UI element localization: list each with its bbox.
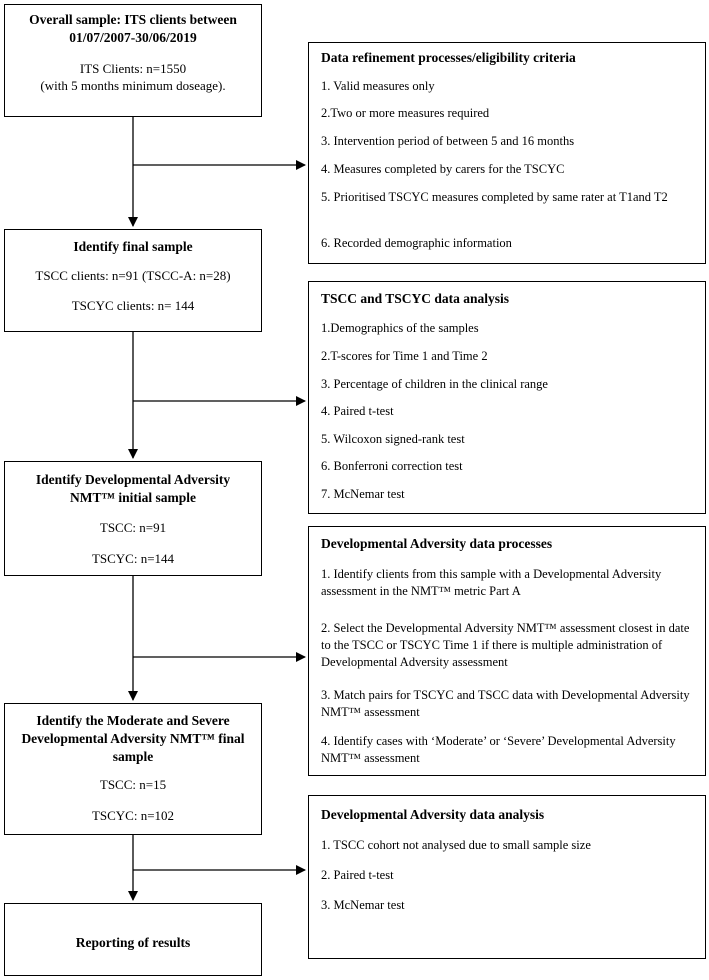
refinement-item-5: 5. Prioritised TSCYC measures completed …	[321, 190, 668, 204]
dev-analysis-item-3: 3. McNemar test	[321, 898, 405, 912]
refinement-item-3: 3. Intervention period of between 5 and …	[321, 134, 575, 148]
refinement-item-6: 6. Recorded demographic information	[321, 236, 512, 250]
analysis-item-7: 7. McNemar test	[321, 487, 405, 501]
analysis-item-5: 5. Wilcoxon signed-rank test	[321, 432, 465, 446]
dev-final-sample-tscc: TSCC: n=15	[99, 777, 167, 792]
refinement-box: Data refinement processes/eligibility cr…	[308, 42, 706, 264]
reporting-box: Reporting of results	[4, 903, 262, 976]
reporting-title: Reporting of results	[75, 935, 191, 950]
analysis-item-6: 6. Bonferroni correction test	[321, 459, 463, 473]
dev-processes-item-1: 1. Identify clients from this sample wit…	[321, 567, 662, 598]
analysis-item-4: 4. Paired t-test	[321, 404, 394, 418]
dev-processes-item-3: 3. Match pairs for TSCYC and TSCC data w…	[321, 688, 690, 719]
dev-final-sample-box: Identify the Moderate and Severe Develop…	[4, 703, 262, 835]
analysis-item-2: 2.T-scores for Time 1 and Time 2	[321, 349, 488, 363]
dev-processes-box: Developmental Adversity data processes 1…	[308, 526, 706, 776]
dev-processes-item-4: 4. Identify cases with ‘Moderate’ or ‘Se…	[321, 734, 676, 765]
dev-final-sample-title: Identify the Moderate and Severe Develop…	[21, 713, 245, 764]
analysis-item-3: 3. Percentage of children in the clinica…	[321, 377, 548, 391]
final-sample-box: Identify final sample TSCC clients: n=91…	[4, 229, 262, 332]
final-sample-title: Identify final sample	[73, 239, 193, 254]
dev-analysis-title: Developmental Adversity data analysis	[321, 807, 545, 822]
final-sample-tscyc: TSCYC clients: n= 144	[71, 298, 195, 313]
overall-sample-title: Overall sample: ITS clients between 01/0…	[29, 12, 237, 45]
overall-sample-note: (with 5 months minimum doseage).	[40, 78, 226, 93]
dev-analysis-item-1: 1. TSCC cohort not analysed due to small…	[321, 838, 591, 852]
dev-initial-sample-tscc: TSCC: n=91	[99, 520, 167, 535]
dev-processes-item-2: 2. Select the Developmental Adversity NM…	[321, 621, 690, 669]
overall-sample-count: ITS Clients: n=1550	[79, 61, 187, 76]
overall-sample-box: Overall sample: ITS clients between 01/0…	[4, 4, 262, 117]
dev-processes-title: Developmental Adversity data processes	[321, 536, 553, 551]
dev-analysis-item-2: 2. Paired t-test	[321, 868, 394, 882]
refinement-item-1: 1. Valid measures only	[321, 79, 435, 93]
dev-initial-sample-tscyc: TSCYC: n=144	[91, 551, 175, 566]
refinement-item-4: 4. Measures completed by carers for the …	[321, 162, 565, 176]
refinement-item-2: 2.Two or more measures required	[321, 106, 490, 120]
dev-initial-sample-title: Identify Developmental Adversity NMT™ in…	[35, 472, 231, 505]
analysis-item-1: 1.Demographics of the samples	[321, 321, 479, 335]
analysis-title: TSCC and TSCYC data analysis	[321, 291, 510, 306]
final-sample-tscc: TSCC clients: n=91 (TSCC-A: n=28)	[35, 268, 231, 283]
analysis-box: TSCC and TSCYC data analysis 1.Demograph…	[308, 281, 706, 514]
refinement-title: Data refinement processes/eligibility cr…	[321, 50, 576, 65]
dev-final-sample-tscyc: TSCYC: n=102	[91, 808, 175, 823]
dev-analysis-box: Developmental Adversity data analysis 1.…	[308, 795, 706, 959]
dev-initial-sample-box: Identify Developmental Adversity NMT™ in…	[4, 461, 262, 576]
